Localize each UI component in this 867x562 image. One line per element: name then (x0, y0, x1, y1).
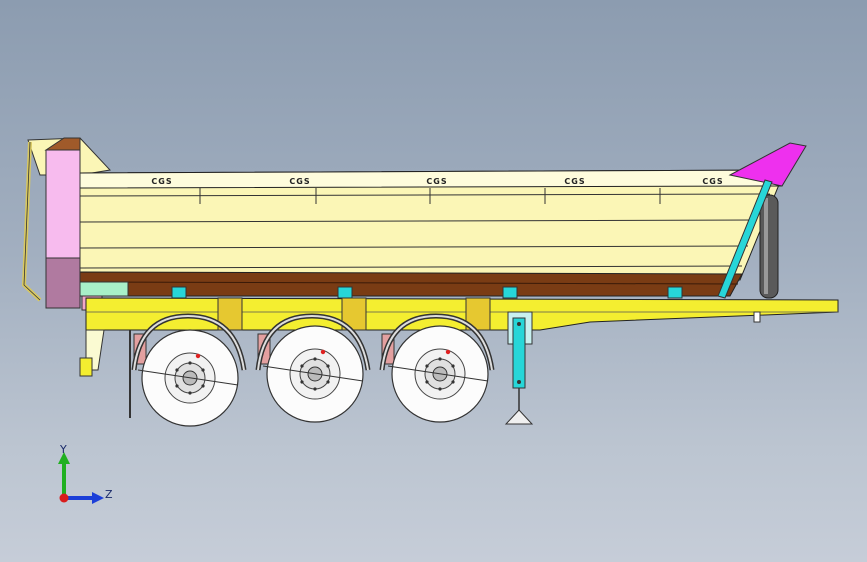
hydraulic-ram (759, 194, 779, 299)
floor-line (79, 281, 739, 285)
wheel-axle-2 (255, 313, 371, 423)
cgs-marking: CGS (426, 177, 447, 186)
rib-line (79, 219, 757, 223)
rib-line (79, 193, 771, 197)
front-pink-post (45, 149, 81, 261)
y-axis-label: Y (59, 443, 67, 456)
front-leg-foot (79, 357, 93, 377)
cgs-marking: CGS (151, 177, 172, 186)
front-post-cap (44, 137, 81, 151)
rib-line (79, 265, 743, 269)
rib-line (79, 245, 749, 249)
coordinate-triad: Y Z (58, 443, 113, 504)
hydraulic-ram-highlight (764, 198, 768, 294)
front-post-lower (45, 257, 81, 309)
z-axis-head (92, 492, 104, 504)
cgs-marking: CGS (289, 177, 310, 186)
rib-ticks (199, 188, 661, 204)
front-hose-outline (23, 141, 41, 301)
wheel-axle-3 (379, 313, 495, 423)
front-bracket (79, 281, 129, 297)
origin-dot (59, 493, 69, 503)
z-axis-label: Z (105, 488, 113, 501)
cgs-marking: CGS (702, 177, 723, 186)
landing-gear (504, 311, 534, 425)
y-axis-head (58, 452, 70, 464)
cgs-marking: CGS (564, 177, 585, 186)
cyan-strut (717, 179, 773, 299)
rear-peg (753, 311, 761, 323)
chassis-beam (85, 297, 839, 331)
wheel-axle-1 (131, 313, 247, 427)
